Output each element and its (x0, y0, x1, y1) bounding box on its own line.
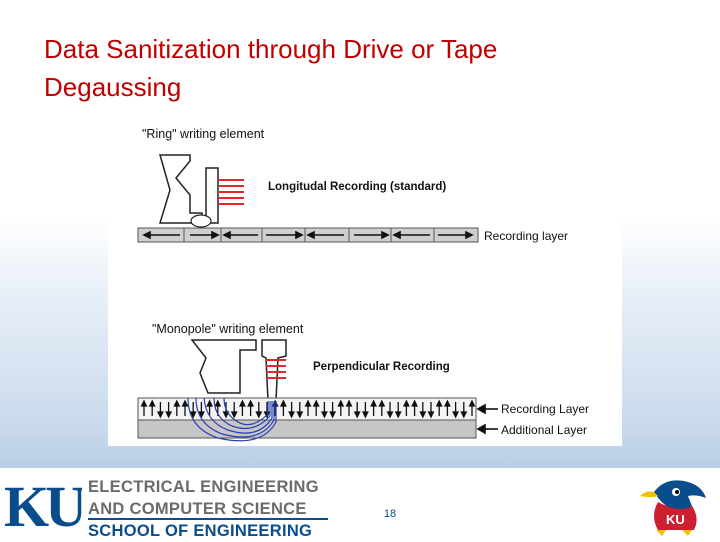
ring-gap (190, 214, 212, 228)
recording-diagram-svg: "Ring" writing element Longitudal Record… (137, 127, 589, 442)
magnetization-arrow-head (247, 399, 255, 407)
magnetization-arrow-head (312, 399, 320, 407)
department-name: ELECTRICAL ENGINEERING AND COMPUTER SCIE… (88, 476, 333, 542)
dept-divider (88, 518, 328, 520)
magnetization-arrow-head (435, 399, 443, 407)
magnetization-arrow-head (230, 411, 238, 419)
recording-diagram: "Ring" writing element Longitudal Record… (108, 118, 622, 446)
ring-head-right-pole (205, 167, 219, 224)
jayhawk-mascot-icon: KU (640, 480, 706, 536)
magnetization-arrow-head (370, 399, 378, 407)
magnetization-arrow-head (337, 399, 345, 407)
slide-title: Data Sanitization through Drive or Tape … (44, 30, 644, 106)
magnetization-arrow-head (222, 411, 230, 419)
magnetization-arrow-head (296, 411, 304, 419)
return-pole (190, 339, 257, 394)
perpendicular-field-lines (187, 397, 277, 442)
magnetization-arrow-head (419, 411, 427, 419)
monopole-coil (266, 359, 286, 379)
magnetization-arrow-head (214, 399, 222, 407)
ku-logo: KU (4, 476, 82, 532)
magnetization-arrow-head (329, 411, 337, 419)
magnetization-arrow-head (189, 411, 197, 419)
magnetization-arrow-head (148, 399, 156, 407)
magnetization-arrow-head (402, 399, 410, 407)
additional-layer-label: Additional Layer (501, 423, 587, 437)
magnetization-arrow-head (238, 399, 246, 407)
magnetization-arrow-head (288, 411, 296, 419)
longitudinal-label: Longitudal Recording (standard) (268, 181, 446, 193)
magnetization-arrow-head (353, 411, 361, 419)
additional-layer (137, 419, 477, 439)
magnetization-arrow-head (361, 411, 369, 419)
longitudinal-separators (183, 228, 435, 242)
magnetization-arrow-head (279, 399, 287, 407)
magnetization-arrow-head (206, 399, 214, 407)
magnetization-arrow-head (443, 399, 451, 407)
monopole-label: "Monopole" writing element (152, 322, 304, 336)
magnetization-arrow-head (468, 399, 476, 407)
magnetization-arrow-head (304, 399, 312, 407)
magnetization-arrow-head (320, 411, 328, 419)
layer-pointer-arrows (476, 403, 498, 435)
main-pole (261, 339, 287, 402)
magnetization-arrow-head (140, 399, 148, 407)
magnetization-arrow-head (411, 399, 419, 407)
magnetization-arrow-head (378, 399, 386, 407)
svg-text:KU: KU (666, 512, 685, 527)
magnetization-arrow-head (345, 399, 353, 407)
ring-label: "Ring" writing element (142, 127, 265, 141)
recording-layer-label: Recording layer (484, 229, 568, 243)
dept-line-3: SCHOOL OF ENGINEERING (88, 522, 313, 540)
perpendicular-label: Perpendicular Recording (313, 361, 450, 373)
magnetization-arrow-head (386, 411, 394, 419)
magnetization-arrow-head (427, 411, 435, 419)
title-line-2: Degaussing (44, 72, 182, 102)
dept-line-1: ELECTRICAL ENGINEERING (88, 478, 319, 496)
magnetization-arrow-head (181, 399, 189, 407)
magnetization-arrow-head (394, 411, 402, 419)
ring-head-left-pole (158, 154, 203, 224)
ring-coil (218, 179, 244, 205)
magnetization-arrow-head (173, 399, 181, 407)
ku-logo-text: KU (4, 476, 82, 532)
magnetization-arrow-head (460, 411, 468, 419)
title-line-1: Data Sanitization through Drive or Tape (44, 34, 498, 64)
footer-bar (0, 468, 720, 540)
dept-line-2: AND COMPUTER SCIENCE (88, 500, 307, 518)
magnetization-arrow-head (197, 411, 205, 419)
longitudinal-arrows (142, 230, 474, 240)
magnetization-arrow-head (452, 411, 460, 419)
magnetization-arrow-head (156, 411, 164, 419)
magnetization-arrow-head (255, 411, 263, 419)
perp-recording-layer-label: Recording Layer (501, 402, 589, 416)
page-number: 18 (383, 508, 397, 520)
magnetization-arrow-head (165, 411, 173, 419)
